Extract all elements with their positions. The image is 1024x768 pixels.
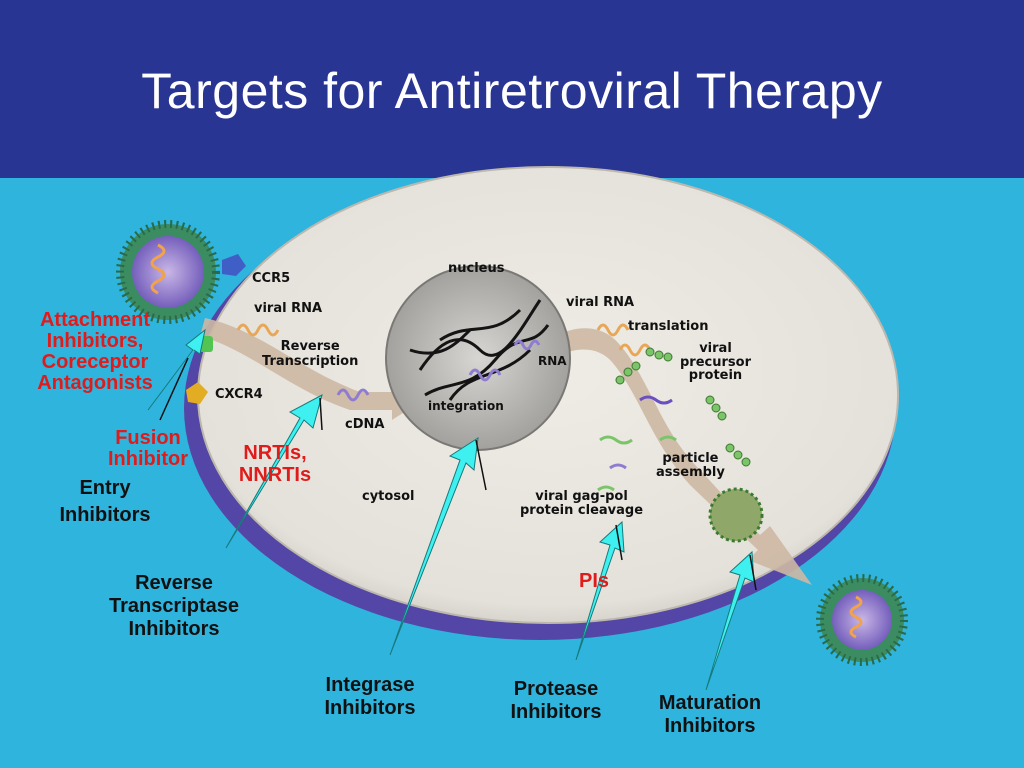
ccr5-receptor-icon [222,254,246,276]
precursor-protein-beads [615,347,751,467]
ccr5-label: CCR5 [252,271,291,286]
cxcr4-label: CXCR4 [215,387,263,402]
viral-rna-label-right: viral RNA [566,295,635,310]
reverse-transcriptase-inhibitors-label: Reverse Transcriptase Inhibitors [108,572,240,640]
maturation-inhibitors-label: Maturation Inhibitors [658,692,762,737]
rna-in-nucleus [513,339,541,351]
gag-pol-fragments [597,395,677,492]
rna-label: RNA [538,354,567,368]
title-bar: Targets for Antiretroviral Therapy [0,0,1024,178]
released-virus-icon [816,574,908,666]
translation-squiggle [618,343,652,357]
page-title: Targets for Antiretroviral Therapy [141,63,883,119]
integrase-inhibitors-label: Integrase Inhibitors [324,674,416,719]
nucleus-label: nucleus [448,261,505,276]
pis-label: PIs [578,570,610,592]
particle-assembly-label: particle assembly [656,451,725,480]
viral-rna-right-squiggle [596,323,630,337]
budding-virion [708,487,764,543]
cdna-squiggle [336,388,370,402]
cytosol-label: cytosol [362,489,415,504]
fusion-inhibitor-label: Fusion Inhibitor [108,427,188,470]
entering-virus-icon [116,220,220,324]
entry-inhibitors-label: Entry Inhibitors [59,477,151,526]
cxcr4-receptor-icon [186,382,208,404]
nrtis-nnrtis-label: NRTIs, NNRTIs [238,442,312,486]
viral-precursor-protein-label: viral precursor protein [680,341,751,384]
pointer-lines [159,357,757,591]
pathway-arrow [200,318,420,420]
dna-strands [409,299,550,401]
gag-pol-cleavage-label: viral gag-pol protein cleavage [520,489,644,519]
viral-rna-squiggle [236,323,280,337]
cdna-label: cDNA [345,417,385,432]
attachment-inhibitors-label: Attachment Inhibitors, Coreceptor Antago… [37,309,153,394]
translation-label: translation [628,319,709,334]
integrated-rna-purple [468,368,502,382]
integration-label: integration [428,399,504,413]
protease-inhibitors-label: Protease Inhibitors [510,678,602,723]
viral-rna-label-left: viral RNA [254,301,323,316]
reverse-transcription-label: Reverse Transcription [262,339,359,369]
pointer-arrows [147,328,755,691]
